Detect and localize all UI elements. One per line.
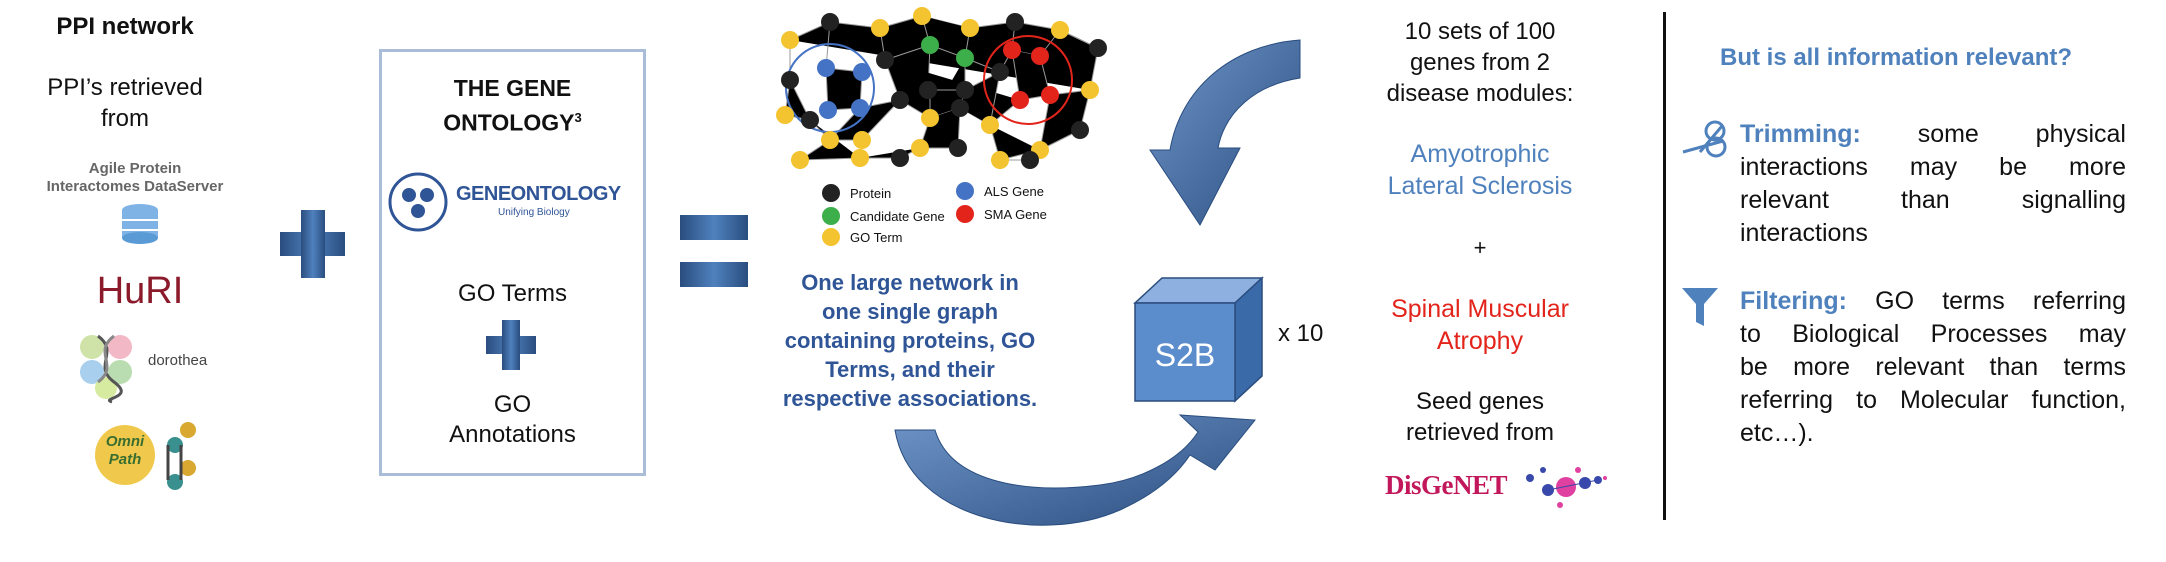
go-box-title: THE GENE ONTOLOGY3 <box>385 74 640 138</box>
disgenet-logo: DisGeNET <box>1385 470 1508 500</box>
genesets-plus: + <box>1473 235 1487 260</box>
scissors-icon <box>1682 120 1727 158</box>
legend-dot <box>822 228 840 246</box>
go-title-line: THE GENE <box>453 75 572 101</box>
caption-line: one single graph <box>821 299 999 324</box>
equals-icon <box>680 215 748 287</box>
go-terms: GO Terms <box>458 280 567 307</box>
dorothea-icon <box>80 334 132 404</box>
legend-label: SMA Gene <box>984 206 1047 222</box>
intro-line: disease modules: <box>1386 80 1574 107</box>
sma-line: Spinal Muscular <box>1391 295 1569 323</box>
omnipath-icon <box>95 422 196 490</box>
legend-item: SMA Gene <box>956 205 1047 223</box>
omnipath-label: Omni Path <box>95 433 155 469</box>
legend-dot <box>822 184 840 202</box>
s2b-times: x 10 <box>1278 320 1324 347</box>
legend-item: Candidate Gene <box>822 207 945 225</box>
trimming-line: interactions <box>1740 219 1868 247</box>
legend-item: Protein <box>822 184 891 202</box>
apid-line: Agile Protein <box>88 160 182 177</box>
omnipath-line: Path <box>108 451 142 468</box>
filter-icon <box>1682 288 1718 326</box>
bottom-curved-arrow-icon <box>894 414 1256 526</box>
trimming-label: Trimming: <box>1740 120 1861 148</box>
top-curved-arrow-icon <box>1149 39 1301 226</box>
legend-label: Candidate Gene <box>850 208 945 224</box>
go-annotations-line: Annotations <box>449 421 576 448</box>
database-icon <box>122 204 158 244</box>
intro-line: 10 sets of 100 <box>1404 18 1556 45</box>
relevance-question: But is all information relevant? <box>1720 44 2073 71</box>
sma-line: Atrophy <box>1436 327 1524 355</box>
caption-line: respective associations. <box>782 386 1038 411</box>
ppi-subtitle: PPI’s retrieved from <box>30 72 220 134</box>
go-annotations: GO Annotations <box>385 390 640 450</box>
legend-dot <box>956 205 974 223</box>
network-nodes <box>776 7 1107 169</box>
vertical-divider <box>1663 12 1666 520</box>
filtering-line: referring to Molecular function, <box>1740 386 2126 414</box>
trimming-line: interactions may be more <box>1740 153 2126 181</box>
caption-line: containing proteins, GO <box>784 328 1036 353</box>
apid-logo: Agile Protein Interactomes DataServer <box>25 160 245 196</box>
filtering-line: etc…). <box>1740 419 1814 447</box>
ppi-title: PPI network <box>56 13 194 40</box>
legend-dot <box>822 207 840 225</box>
intro-line: genes from 2 <box>1409 49 1551 76</box>
seed-line: Seed genes <box>1415 388 1545 415</box>
caption-line: One large network in <box>801 270 1019 295</box>
filtering-block: Filtering: GO terms referring to Biologi… <box>1740 285 2126 450</box>
network-caption: One large network in one single graph co… <box>760 268 1060 413</box>
seed-genes: Seed genes retrieved from <box>1360 386 1600 448</box>
go-logo-text: GENEONTOLOGY <box>456 183 621 205</box>
seed-line: retrieved from <box>1405 419 1555 446</box>
trimming-line: some physical <box>1860 120 2126 148</box>
sma-label: Spinal Muscular Atrophy <box>1350 293 1610 357</box>
legend-label: Protein <box>850 185 892 201</box>
huri-logo: HuRI <box>96 270 184 312</box>
legend-label: ALS Gene <box>984 183 1044 199</box>
ppi-subtitle-line: PPI’s retrieved <box>47 74 203 101</box>
genesets-intro: 10 sets of 100 genes from 2 disease modu… <box>1360 16 1600 109</box>
filtering-line: be more relevant than terms <box>1740 353 2126 381</box>
trimming-block: Trimming: some physical interactions may… <box>1740 118 2126 250</box>
legend-item: GO Term <box>822 228 903 246</box>
filtering-line: GO terms referring <box>1846 287 2126 315</box>
apid-line: Interactomes DataServer <box>46 178 224 195</box>
filtering-line: to Biological Processes may <box>1740 320 2126 348</box>
legend-dot <box>956 182 974 200</box>
caption-line: Terms, and their <box>825 357 995 382</box>
als-label: Amyotrophic Lateral Sclerosis <box>1350 138 1610 202</box>
dorothea-label: dorothea <box>148 352 208 369</box>
s2b-label: S2B <box>1154 337 1216 373</box>
als-line: Lateral Sclerosis <box>1387 172 1573 200</box>
s2b-cube-icon <box>1133 276 1264 403</box>
go-annotations-line: GO <box>493 391 532 418</box>
omnipath-line: Omni <box>105 433 145 450</box>
big-plus-icon <box>280 210 345 278</box>
legend-item: ALS Gene <box>956 182 1044 200</box>
ppi-subtitle-line: from <box>101 105 149 132</box>
legend-label: GO Term <box>850 229 903 245</box>
als-line: Amyotrophic <box>1410 140 1550 168</box>
trimming-line: relevant than signalling <box>1740 186 2126 214</box>
go-title-line: ONTOLOGY <box>443 109 575 136</box>
filtering-label: Filtering: <box>1740 287 1847 315</box>
go-title-sup: 3 <box>574 110 582 125</box>
go-logo-sub: Unifying Biology <box>498 207 570 218</box>
go-box <box>379 49 646 476</box>
